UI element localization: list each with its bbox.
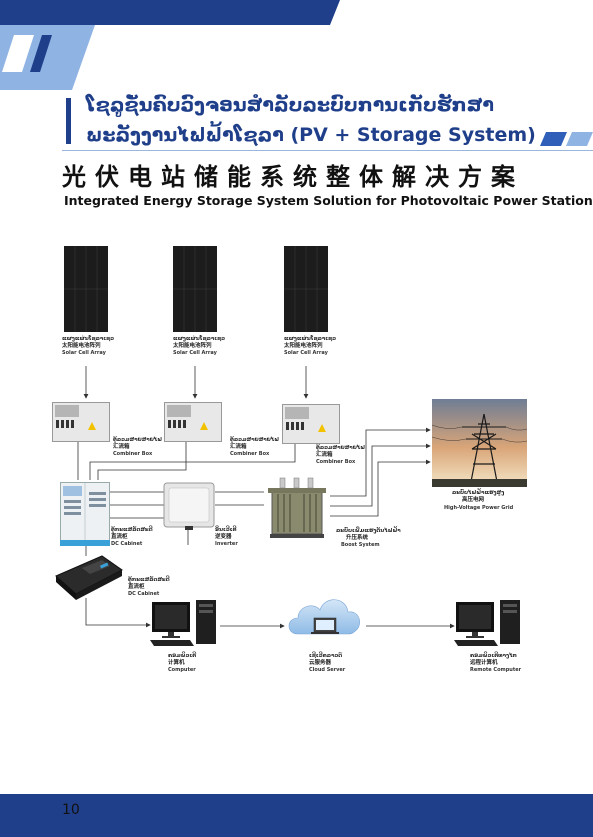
title-underline bbox=[62, 150, 593, 151]
computer-label-zh: 计算机 bbox=[168, 660, 185, 666]
combiner-label-en-2: Combiner Box bbox=[230, 451, 270, 457]
solar-panel-2 bbox=[173, 246, 217, 332]
computer-label-lo: ຄອມພິວເຕີ bbox=[168, 653, 197, 659]
connector-combiner3-dc bbox=[89, 442, 296, 480]
solar-label-lo-1: ແຜງແຜ່ນໂຊລາເຊວ bbox=[62, 336, 115, 342]
combiner-box-3 bbox=[282, 404, 340, 444]
title-lao-line1: ໂຊລູຊັ່ນຄົບວົງຈອນສຳລັບລະບົບການເກັບຮັກສາ bbox=[86, 94, 494, 116]
grid-label-en: High-Voltage Power Grid bbox=[444, 505, 514, 511]
inverter-label-lo: ອິນເວີເຕີ bbox=[215, 527, 237, 533]
combiner-label-zh-2: 汇流箱 bbox=[230, 444, 247, 450]
grid-label-lo: ລະບົບໄຟຟ້າແຮງສູງ bbox=[452, 490, 505, 496]
cloud-server-icon bbox=[288, 599, 360, 635]
dc-cabinet2-label-lo: ຕູ້ກະແສລັດສະດີ bbox=[128, 577, 170, 583]
title-lao-line2: ພະລັງງານໄຟຟ້າໂຊລາ (PV + Storage System) bbox=[86, 124, 536, 146]
solar-label-en-1: Solar Cell Array bbox=[62, 350, 106, 356]
remote-label-en: Remote Computer bbox=[470, 667, 522, 673]
inverter-icon bbox=[163, 482, 215, 530]
inverter-label-en: Inverter bbox=[215, 541, 238, 547]
combiner-box-2 bbox=[164, 402, 222, 442]
header-dark-band bbox=[0, 0, 340, 25]
footer-bar bbox=[0, 794, 593, 837]
connector-boost-grid-2 bbox=[330, 443, 431, 507]
title-chinese: 光伏电站储能系统整体解决方案 bbox=[62, 163, 524, 191]
dc-cabinet-icon bbox=[60, 482, 110, 546]
title-right-decoration bbox=[540, 132, 593, 146]
title-marker bbox=[66, 98, 71, 144]
solar-panel-1 bbox=[64, 246, 108, 332]
dc-cabinet-label-zh: 直流柜 bbox=[111, 534, 128, 540]
combiner-label-lo-2: ຕູ້ລວມສາຍສາຍໄຟ bbox=[230, 437, 280, 443]
cloud-label-en: Cloud Server bbox=[309, 667, 346, 673]
connector-combiner2-dc bbox=[97, 440, 187, 480]
computer-icon bbox=[150, 600, 216, 646]
remote-label-lo: ຄອມພິວເຕີທາງໄກ bbox=[470, 653, 517, 659]
connector-dc2-computer bbox=[85, 598, 151, 628]
header-accent-stripe-2 bbox=[30, 35, 52, 72]
combiner-label-en-3: Combiner Box bbox=[316, 459, 356, 465]
solar-label-en-3: Solar Cell Array bbox=[284, 350, 328, 356]
dc-cabinet-label-en: DC Cabinet bbox=[111, 541, 143, 547]
power-grid-image bbox=[432, 399, 527, 487]
title-english: Integrated Energy Storage System Solutio… bbox=[64, 193, 593, 208]
remote-label-zh: 远程计算机 bbox=[470, 660, 498, 666]
inverter-label-zh: 逆变器 bbox=[215, 534, 232, 540]
boost-label-lo: ລະບົບເພີ່ມແຮງດັນໄຟຟ້າ bbox=[336, 528, 401, 534]
combiner-label-lo-1: ຕູ້ລວມສາຍສາຍໄຟ bbox=[113, 437, 163, 443]
connector-boost-grid-1 bbox=[330, 427, 431, 497]
boost-system-icon bbox=[268, 477, 326, 538]
header-accent-stripe-1 bbox=[2, 35, 34, 72]
solar-label-zh-3: 太阳能电池阵列 bbox=[284, 343, 323, 349]
header-decoration bbox=[0, 0, 340, 90]
boost-label-zh: 升压系统 bbox=[346, 535, 369, 541]
combiner-box-1 bbox=[52, 402, 110, 442]
page-number: 10 bbox=[62, 802, 80, 818]
dc-cabinet-label-lo: ຕູ້ກະແສລັດສະດີ bbox=[111, 527, 153, 533]
solar-label-zh-1: 太阳能电池阵列 bbox=[62, 343, 101, 349]
dc-cabinet-device-icon bbox=[55, 555, 123, 600]
dc-cabinet2-label-en: DC Cabinet bbox=[128, 591, 160, 597]
dc-cabinet2-label-zh: 直流柜 bbox=[128, 584, 145, 590]
boost-label-en: Boost System bbox=[341, 542, 380, 548]
cloud-label-lo: ເຊີເວີຄລາວດ໌ bbox=[309, 653, 343, 659]
combiner-label-zh-1: 汇流箱 bbox=[113, 444, 130, 450]
combiner-label-zh-3: 汇流箱 bbox=[316, 452, 333, 458]
combiner-label-lo-3: ຕູ້ລວມສາຍສາຍໄຟ bbox=[316, 445, 366, 451]
remote-computer-icon bbox=[454, 600, 520, 646]
computer-label-en: Computer bbox=[168, 667, 196, 673]
solar-label-en-2: Solar Cell Array bbox=[173, 350, 217, 356]
combiner-label-en-1: Combiner Box bbox=[113, 451, 153, 457]
solar-label-lo-3: ແຜງແຜ່ນໂຊລາເຊວ bbox=[284, 336, 337, 342]
connector-boost-grid-3 bbox=[330, 459, 431, 517]
grid-label-zh: 高压电网 bbox=[462, 497, 485, 503]
solar-label-zh-2: 太阳能电池阵列 bbox=[173, 343, 212, 349]
cloud-label-zh: 云服务器 bbox=[309, 660, 332, 666]
solar-panel-3 bbox=[284, 246, 328, 332]
solar-label-lo-2: ແຜງແຜ່ນໂຊລາເຊວ bbox=[173, 336, 226, 342]
